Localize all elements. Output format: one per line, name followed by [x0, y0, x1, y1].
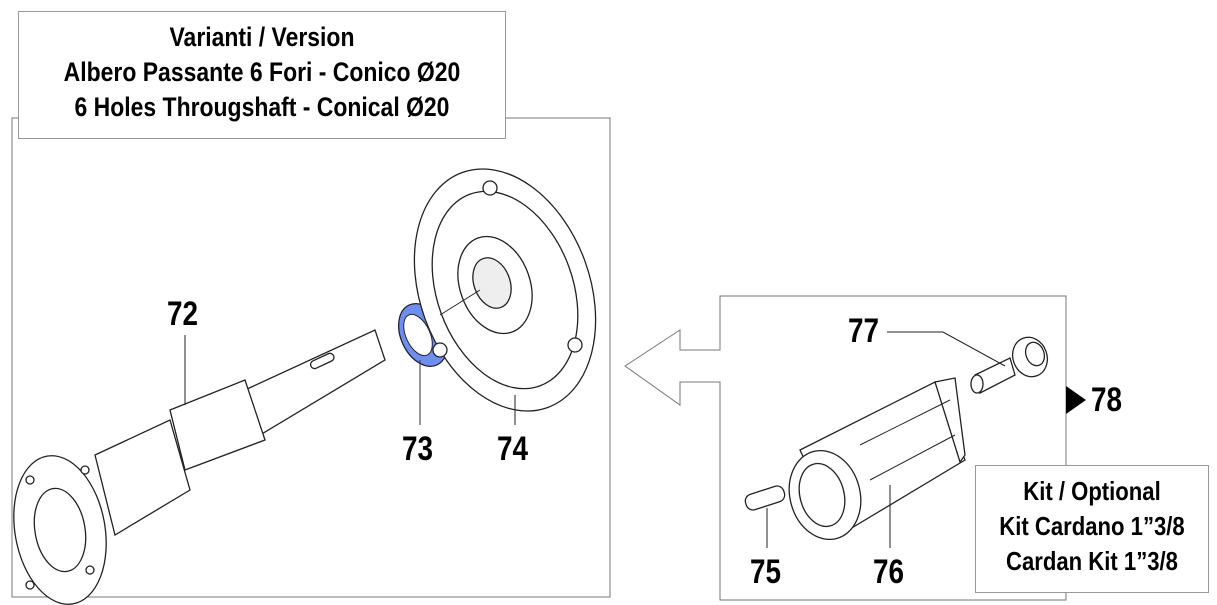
kit-pointer-icon — [1066, 386, 1086, 414]
part-number-78: 78 — [1091, 381, 1123, 419]
part-number-77: 77 — [848, 312, 880, 350]
kit-frame — [624, 295, 1067, 601]
version-line-it: Albero Passante 6 Fori - Conico Ø20 — [63, 57, 461, 87]
kit-title: Kit / Optional — [1023, 476, 1161, 506]
part-72-shaft — [13, 329, 386, 605]
part-number-75: 75 — [750, 553, 782, 591]
kit-line-it: Kit Cardano 1”3/8 — [999, 511, 1185, 541]
part-number-76: 76 — [873, 553, 905, 591]
part-number-73: 73 — [402, 430, 434, 468]
kit-line-en: Cardan Kit 1”3/8 — [1006, 546, 1178, 576]
part-number-72: 72 — [167, 295, 199, 333]
part-74-flange — [413, 168, 597, 425]
part-77-screw — [887, 331, 1049, 394]
part-number-74: 74 — [497, 430, 529, 468]
version-label-box: Varianti / Version Albero Passante 6 For… — [18, 11, 506, 139]
version-title: Varianti / Version — [169, 22, 355, 52]
version-line-en: 6 Holes Througshaft - Conical Ø20 — [74, 92, 450, 122]
variant-frame — [11, 117, 611, 598]
part-75-key — [744, 485, 786, 548]
part-76-cardan-hub — [788, 377, 966, 548]
kit-label-box: Kit / Optional Kit Cardano 1”3/8 Cardan … — [975, 465, 1209, 593]
